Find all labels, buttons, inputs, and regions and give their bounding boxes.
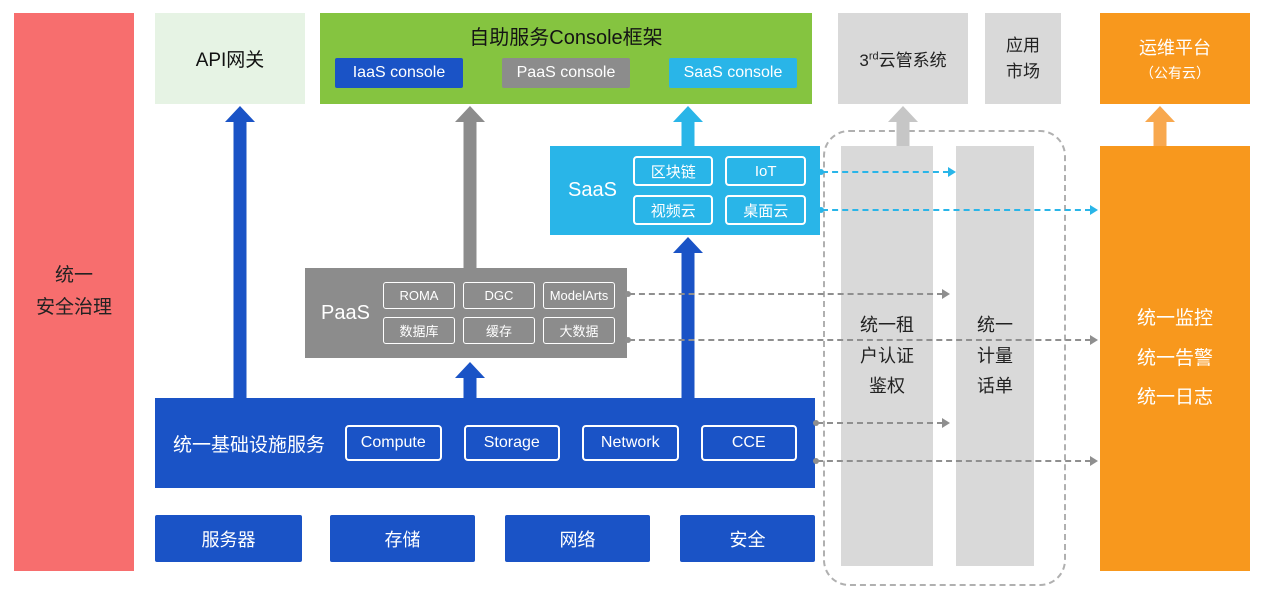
arrow-head-icon — [1145, 106, 1175, 122]
paas-console-badge: PaaS console — [502, 58, 630, 88]
connector-saas-to-metering — [818, 167, 956, 178]
connector-infra-to-metering — [813, 418, 950, 429]
paas-item-roma: ROMA — [382, 282, 455, 309]
arrow-infra-to-saas — [673, 237, 703, 398]
arrow-shaft — [681, 120, 695, 146]
console-framework-title: 自助服务Console框架 — [469, 27, 663, 49]
saas-item-iot: IoT — [725, 156, 806, 186]
connector-dot — [625, 291, 631, 297]
arrow-head-icon — [888, 106, 918, 122]
saas-layer-box: SaaS 区块链 IoT 视频云 桌面云 — [550, 146, 820, 235]
arrow-saas-to-console — [673, 106, 703, 146]
shared-services-boundary — [823, 130, 1066, 586]
third-party-sup: rd — [868, 50, 879, 63]
console-badge-row: IaaS console PaaS console SaaS console — [320, 58, 812, 88]
connector-arrowhead-icon — [948, 167, 956, 177]
connector-paas-to-metering — [625, 289, 950, 300]
connector-line — [629, 293, 943, 295]
connector-dot — [813, 458, 819, 464]
arrow-shaft — [463, 120, 477, 268]
third-party-rest: 云管系统 — [878, 51, 947, 70]
security-governance-bar: 统一 安全治理 — [14, 13, 134, 571]
paas-item-bigdata: 大数据 — [542, 317, 615, 344]
connector-infra-to-monitor — [813, 456, 1098, 467]
arrow-head-icon — [673, 237, 703, 253]
saas-label: SaaS — [568, 179, 617, 201]
connector-arrowhead-icon — [942, 418, 950, 428]
connector-arrowhead-icon — [1090, 335, 1098, 345]
metering-billing-bar: 统一 计量 话单 — [956, 146, 1034, 566]
arrow-head-icon — [455, 106, 485, 122]
connector-dot — [625, 337, 631, 343]
arrow-infra-to-paas — [455, 362, 485, 398]
tenant-auth-bar: 统一租 户认证 鉴权 — [841, 146, 933, 566]
connector-line — [629, 339, 1091, 341]
connector-arrowhead-icon — [942, 289, 950, 299]
paas-items-grid: ROMA DGC ModelArts 数据库 缓存 大数据 — [382, 282, 615, 344]
iaas-console-badge: IaaS console — [335, 58, 463, 88]
arrow-paas-to-console — [455, 106, 485, 268]
infrastructure-items-row: Compute Storage Network CCE — [345, 425, 798, 461]
connector-line — [822, 171, 949, 173]
paas-layer-box: PaaS ROMA DGC ModelArts 数据库 缓存 大数据 — [305, 268, 627, 358]
arrow-head-icon — [455, 362, 485, 378]
saas-item-video-cloud: 视频云 — [632, 195, 714, 225]
infra-item-compute: Compute — [345, 425, 442, 461]
infra-item-network: Network — [582, 425, 679, 461]
connector-line — [817, 422, 943, 424]
infrastructure-label: 统一基础设施服务 — [173, 434, 326, 456]
foundation-item-storage: 存储 — [330, 515, 475, 562]
ops-platform-line1: 运维平台 — [1139, 38, 1211, 58]
arrow-head-icon — [673, 106, 703, 122]
console-framework-panel: 自助服务Console框架 IaaS console PaaS console … — [320, 13, 812, 104]
connector-dot — [818, 169, 824, 175]
paas-item-modelarts: ModelArts — [542, 282, 615, 309]
arrow-monitor-to-ops-platform — [1145, 106, 1175, 146]
arrow-shaft — [1153, 120, 1167, 146]
connector-arrowhead-icon — [1090, 205, 1098, 215]
paas-label: PaaS — [321, 301, 370, 324]
infra-item-storage: Storage — [463, 425, 561, 461]
foundation-item-server: 服务器 — [155, 515, 302, 562]
paas-item-cache: 缓存 — [462, 317, 535, 344]
third-party-cloud-box: 3rd云管系统 — [838, 13, 968, 104]
connector-saas-to-monitor — [818, 205, 1098, 216]
connector-line — [817, 460, 1091, 462]
saas-console-badge: SaaS console — [669, 58, 797, 88]
third-party-num: 3 — [859, 51, 869, 70]
monitoring-alarm-log-bar: 统一监控 统一告警 统一日志 — [1100, 146, 1250, 571]
infra-item-cce: CCE — [700, 425, 798, 461]
paas-item-database: 数据库 — [382, 317, 455, 344]
arrow-auth-to-third-cloud — [888, 106, 918, 146]
connector-dot — [813, 420, 819, 426]
app-market-box: 应用 市场 — [985, 13, 1061, 104]
arrow-head-icon — [225, 106, 255, 122]
saas-item-desktop-cloud: 桌面云 — [725, 195, 806, 225]
foundation-item-network: 网络 — [505, 515, 650, 562]
arrow-shaft — [463, 376, 477, 398]
ops-platform-box: 运维平台 （公有云） — [1100, 13, 1250, 104]
ops-platform-label: 运维平台 （公有云） — [1139, 34, 1211, 83]
saas-items-grid: 区块链 IoT 视频云 桌面云 — [632, 156, 806, 225]
paas-item-dgc: DGC — [462, 282, 535, 309]
arrow-shaft — [896, 120, 910, 146]
arrow-shaft — [681, 251, 695, 398]
connector-paas-to-monitor — [625, 335, 1098, 346]
api-gateway-box: API网关 — [155, 13, 305, 104]
connector-arrowhead-icon — [1090, 456, 1098, 466]
connector-line — [822, 209, 1091, 211]
arrow-shaft — [233, 120, 247, 398]
saas-item-blockchain: 区块链 — [632, 156, 714, 186]
ops-platform-line2: （公有云） — [1140, 65, 1210, 81]
third-party-cloud-label: 3rd云管系统 — [859, 46, 946, 71]
infrastructure-layer-box: 统一基础设施服务 Compute Storage Network CCE — [155, 398, 815, 488]
connector-dot — [818, 207, 824, 213]
arrow-infra-to-api-gateway — [225, 106, 255, 398]
foundation-item-security: 安全 — [680, 515, 815, 562]
